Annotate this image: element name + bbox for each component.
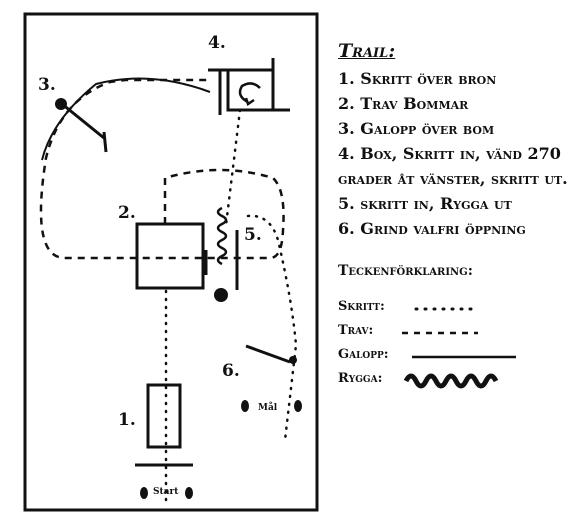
step-item: 5. skritt in, Rygga ut xyxy=(338,194,512,213)
finish-markers xyxy=(241,400,302,412)
key-trot-row: Trav: xyxy=(338,323,373,338)
obstacle-label-5: 5. xyxy=(244,225,262,245)
key-swatches xyxy=(402,307,516,389)
obstacle-label-1: 1. xyxy=(118,410,136,430)
obstacle-box xyxy=(208,58,290,115)
walk-path-finish xyxy=(246,214,298,442)
key-title: Teckenförklaring: xyxy=(338,263,473,279)
gallop-path xyxy=(41,77,211,161)
rein-back-path xyxy=(216,206,228,266)
key-trot-label: Trav: xyxy=(338,323,374,338)
obstacle-gate xyxy=(245,344,297,364)
key-walk-label: Skritt: xyxy=(338,299,385,314)
key-walk-row: Skritt: xyxy=(338,299,385,314)
step-list: 1. Skritt över bron 2. Trav Bommar 3. Ga… xyxy=(338,66,584,241)
obstacle-bridge xyxy=(135,383,193,467)
key-list: Skritt: Trav: Galopp: Rygga: xyxy=(338,299,584,409)
turn-arrow-head xyxy=(244,97,255,106)
trot-path xyxy=(39,78,285,260)
obstacle-label-2: 2. xyxy=(118,203,136,223)
key-gallop-label: Galopp: xyxy=(338,347,389,362)
obstacle-label-6: 6. xyxy=(222,361,240,381)
step-item: 1. Skritt över bron xyxy=(338,69,497,88)
step-item: 4. Box, Skritt in, vänd 270 grader åt vä… xyxy=(338,144,568,188)
trail-course-diagram: 1. Start 2. 3. 4. 5. xyxy=(23,12,319,512)
obstacle-back-up xyxy=(204,230,239,302)
step-item: 3. Galopp över bom xyxy=(338,119,495,138)
key-gallop-row: Galopp: xyxy=(338,347,389,362)
key-reinback-label: Rygga: xyxy=(338,371,383,386)
key-reinback-row: Rygga: xyxy=(338,371,382,386)
step-item: 2. Trav Bommar xyxy=(338,94,469,113)
start-markers xyxy=(140,487,193,499)
arena-border xyxy=(23,12,319,512)
walk-path-box xyxy=(224,108,242,227)
turn-arrow xyxy=(238,82,261,104)
legend-panel: Trail: 1. Skritt över bron 2. Trav Bomma… xyxy=(338,40,584,409)
finish-label: Mål xyxy=(258,401,278,413)
obstacle-trot-poles xyxy=(135,222,205,290)
step-item: 6. Grind valfri öppning xyxy=(338,219,526,238)
legend-title: Trail: xyxy=(338,40,396,62)
obstacle-label-4: 4. xyxy=(208,33,226,53)
key-reinback-swatch xyxy=(403,373,499,389)
obstacle-label-3: 3. xyxy=(38,75,56,95)
obstacle-gallop-pole xyxy=(55,98,108,153)
